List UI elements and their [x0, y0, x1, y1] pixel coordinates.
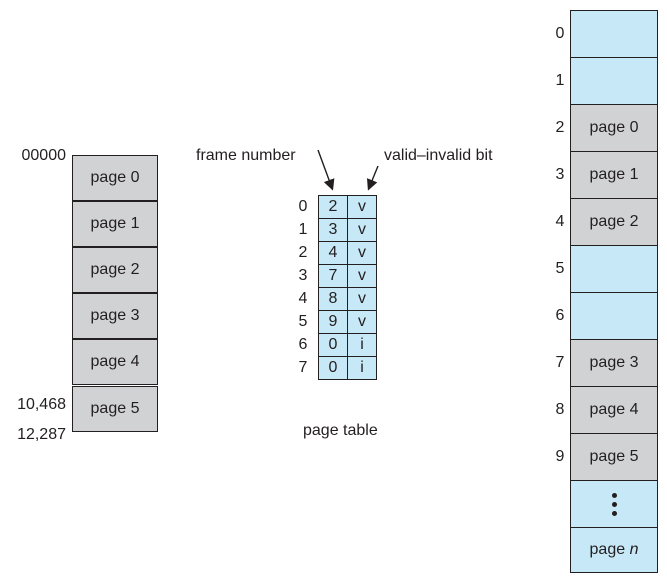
- frame-content: page 4: [589, 401, 639, 418]
- logical-page: page 0: [72, 155, 158, 201]
- valid-invalid-bit-label: valid–invalid bit: [384, 147, 493, 164]
- frame-slot: page 5: [570, 433, 658, 481]
- frame-cell: 0: [318, 356, 348, 380]
- frame-slot: page 4: [570, 386, 658, 434]
- frame-slot: [570, 245, 658, 293]
- valid-bit-arrow: [366, 165, 379, 191]
- address-start: 00000: [21, 147, 67, 164]
- frame-cell: 9: [318, 310, 348, 334]
- frame-slot: page 1: [570, 151, 658, 199]
- frame-index: 8: [555, 401, 565, 418]
- ellipsis-dot: [611, 510, 617, 516]
- ellipsis-dot: [611, 492, 617, 498]
- frame-slot: page 0: [570, 104, 658, 152]
- frame-content: page 5: [589, 448, 639, 465]
- bit-cell: v: [347, 195, 377, 219]
- page-table-caption: page table: [303, 422, 378, 439]
- last-frame-label: page n: [590, 541, 639, 559]
- frame-slot: [570, 57, 658, 105]
- frame-index: 4: [555, 213, 565, 230]
- logical-page-label: page 1: [90, 215, 140, 232]
- logical-page: page 2: [72, 247, 158, 293]
- row-index: 4: [298, 290, 308, 307]
- frame-cell: 4: [318, 241, 348, 265]
- frame-slot-last: page n: [570, 527, 658, 573]
- frame-index: 0: [555, 25, 565, 42]
- address-end: 12,287: [17, 426, 66, 443]
- bit-cell: i: [347, 333, 377, 357]
- logical-page: page 3: [72, 293, 158, 339]
- frame-cell: 3: [318, 218, 348, 242]
- frame-index: 1: [555, 72, 565, 89]
- row-index: 3: [298, 267, 308, 284]
- bit-cell: v: [347, 264, 377, 288]
- frame-cell: 8: [318, 287, 348, 311]
- row-index: 1: [298, 221, 308, 238]
- logical-page: page 4: [72, 339, 158, 385]
- frame-index: 6: [555, 307, 565, 324]
- frame-cell: 2: [318, 195, 348, 219]
- row-index: 6: [298, 336, 308, 353]
- frame-cell: 0: [318, 333, 348, 357]
- logical-page: page 5: [72, 386, 158, 432]
- logical-page-label: page 2: [90, 261, 140, 278]
- row-index: 7: [298, 359, 308, 376]
- frame-slot: [570, 292, 658, 340]
- row-index: 2: [298, 244, 308, 261]
- frame-index: 9: [555, 448, 565, 465]
- frame-index: 2: [555, 119, 565, 136]
- logical-page: page 1: [72, 201, 158, 247]
- logical-page-label: page 4: [90, 353, 140, 370]
- bit-cell: v: [347, 218, 377, 242]
- frame-index: 3: [555, 166, 565, 183]
- row-index: 5: [298, 313, 308, 330]
- ellipsis-dot: [611, 501, 617, 507]
- logical-page-label: page 0: [90, 169, 140, 186]
- frame-index: 5: [555, 260, 565, 277]
- logical-page-label: page 5: [90, 400, 140, 417]
- frame-number-arrow: [317, 149, 335, 191]
- last-frame-prefix: page: [589, 541, 630, 558]
- bit-cell: v: [347, 287, 377, 311]
- bit-cell: i: [347, 356, 377, 380]
- row-index: 0: [298, 198, 308, 215]
- bit-cell: v: [347, 241, 377, 265]
- last-frame-var: n: [629, 541, 639, 558]
- address-mid: 10,468: [17, 396, 66, 413]
- frame-content: page 2: [589, 213, 639, 230]
- frame-content: page 1: [589, 166, 639, 183]
- frame-content: page 3: [589, 354, 639, 371]
- frame-cell: 7: [318, 264, 348, 288]
- frame-number-label: frame number: [196, 147, 296, 164]
- frame-slot: page 3: [570, 339, 658, 387]
- bit-cell: v: [347, 310, 377, 334]
- frame-index: 7: [555, 354, 565, 371]
- ellipsis-slot: [570, 480, 658, 528]
- frame-slot: [570, 10, 658, 58]
- frame-slot: page 2: [570, 198, 658, 246]
- frame-content: page 0: [589, 119, 639, 136]
- logical-page-label: page 3: [90, 307, 140, 324]
